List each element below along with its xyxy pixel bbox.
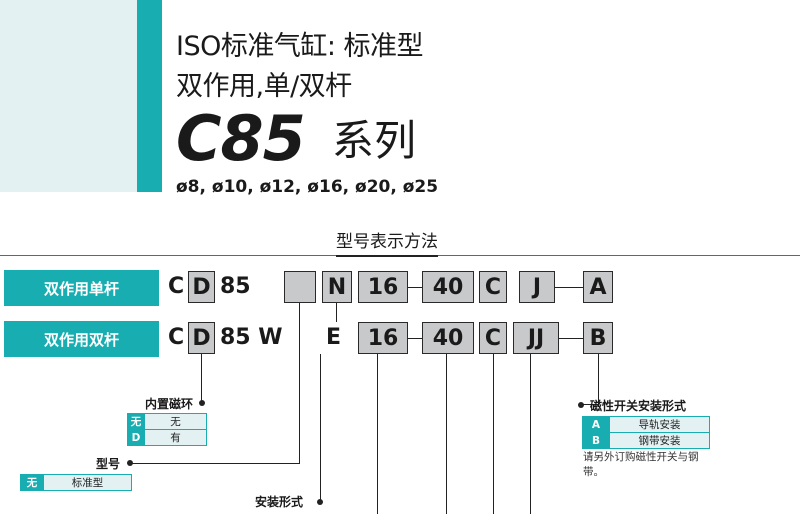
connector-c [493,354,494,514]
row-label-single-rod: 双作用单杆 [4,270,159,306]
bore-sizes: ø8, ø10, ø12, ø16, ø20, ø25 [176,177,439,197]
section-title: 型号表示方法 [336,232,438,257]
mount-letter-e: E [326,325,342,350]
connector-type-horizontal [131,463,300,464]
dash-2a [408,338,422,339]
table-row: D 有 [127,429,207,446]
title-line-1: ISO标准气缸: 标准型 [176,31,424,62]
connector-switch-mount-tick [581,404,598,405]
c-box-2: C [479,322,507,354]
dash-1a [408,287,422,288]
switch-mount-label: 磁性开关安装形式 [590,399,687,413]
connector-switch-mount [598,354,599,405]
switch-mount-note-line-1: 请另外订购磁性开关与钢 [583,451,699,463]
connector-dot-type [127,460,133,466]
prefix-d-box-1: D [188,271,215,303]
option-key: 无 [20,474,44,491]
type-options-table: 无 标准型 [20,474,132,491]
prefix-d-box-2: D [188,322,215,354]
switch-mount-box-2: B [583,322,613,354]
mount-style-label: 安装形式 [255,495,304,509]
mount-empty-box [284,271,316,303]
connector-mount-vertical [336,303,337,322]
magnet-options-table: 无 无 D 有 [127,413,207,446]
connector-dot-switch-mount [578,402,584,408]
table-row: A 导轨安装 [582,416,710,433]
series-code: C85 [176,102,306,175]
row-label-double-rod: 双作用双杆 [4,321,159,357]
stroke-box-2: 40 [422,322,474,354]
option-key: D [127,429,145,446]
switch-box-1: J [519,271,555,303]
connector-magnet [201,354,202,403]
header-band [0,0,137,192]
option-value: 导轨安装 [609,416,710,433]
c-box-1: C [479,271,507,303]
connector-bore [377,354,378,514]
option-key: A [582,416,610,433]
dash-2b [559,338,583,339]
connector-stroke [446,354,447,514]
bore-box-1: 16 [358,271,408,303]
dash-1b [555,287,583,288]
series-word: 系列 [332,116,417,165]
title-line-2: 双作用,单/双杆 [176,71,352,102]
option-key: B [582,432,610,449]
bore-box-2: 16 [358,322,408,354]
switch-mount-note-line-2: 带。 [583,466,604,478]
option-value: 钢带安装 [609,432,710,449]
n-box: N [322,271,352,303]
prefix-c-2: C [168,325,185,350]
connector-mount-lower [320,354,321,504]
stroke-box-1: 40 [422,271,474,303]
connector-switch [530,354,531,514]
switch-mount-box-1: A [583,271,613,303]
option-key: 无 [127,413,145,430]
prefix-c-1: C [168,274,185,299]
table-row: B 钢带安装 [582,432,710,449]
table-row: 无 无 [127,413,207,430]
connector-dot-magnet [199,400,205,406]
connector-type-vertical [299,303,300,464]
table-row: 无 标准型 [20,474,132,491]
model-2: 85 W [220,325,283,350]
connector-dot-mount [317,499,323,505]
model-1: 85 [220,274,251,299]
type-label: 型号 [96,457,121,471]
header-accent-stripe [137,0,162,192]
switch-mount-options-table: A 导轨安装 B 钢带安装 [582,416,710,449]
option-value: 有 [144,429,207,446]
switch-box-2: JJ [513,322,559,354]
magnet-label: 内置磁环 [145,397,194,411]
option-value: 无 [144,413,207,430]
option-value: 标准型 [43,474,132,491]
